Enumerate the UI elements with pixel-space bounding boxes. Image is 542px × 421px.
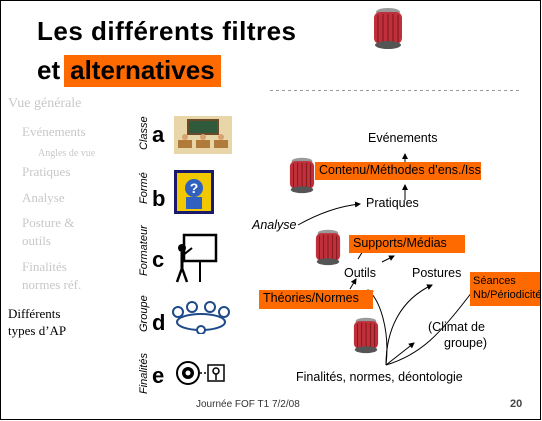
- row-letter-a: a: [152, 122, 165, 147]
- node-climat-line2: groupe): [444, 336, 488, 350]
- sidebar-item-evenements[interactable]: Evénements: [22, 124, 86, 139]
- filter-box-contenu: Contenu/Méthodes d’ens./Issue: [315, 162, 481, 180]
- filter-box-theories: Théories/Normes: [259, 290, 373, 309]
- slide-title-line1: Les différents filtres: [37, 16, 297, 46]
- node-finalites: Finalités, normes, déontologie: [296, 370, 463, 384]
- node-outils: Outils: [344, 266, 376, 280]
- sidebar-item-differents[interactable]: Différents: [8, 306, 61, 321]
- classroom-image: [174, 116, 232, 154]
- seances-line2: Nb/Périodicité: [473, 289, 540, 301]
- sidebar-item-vue-generale[interactable]: Vue générale: [8, 96, 82, 111]
- node-evenements: Evénements: [368, 131, 438, 145]
- node-postures: Postures: [412, 266, 462, 280]
- sidebar-item-posture[interactable]: Posture &: [22, 215, 75, 230]
- title-prefix: et: [37, 55, 61, 85]
- air-filter-icon: [315, 229, 341, 266]
- node-analyse: Analyse: [252, 218, 297, 232]
- trainer-presentation-icon: [175, 233, 218, 283]
- node-climat-line1: (Climat de: [428, 320, 485, 334]
- row-letter-e: e: [152, 363, 165, 388]
- page-number: 20: [510, 398, 523, 410]
- filter-box-supports: Supports/Médias: [349, 235, 465, 253]
- sidebar-item-analyse[interactable]: Analyse: [22, 190, 65, 205]
- row-letter-b: b: [152, 186, 166, 211]
- sidebar-item-pratiques[interactable]: Pratiques: [22, 164, 71, 179]
- seances-line1: Séances: [473, 275, 516, 287]
- footer-text: Journée FOF T1 7/2/08: [196, 399, 300, 410]
- trainee-question-icon: ?: [174, 170, 214, 214]
- filter-box-seances: Séances Nb/Périodicité: [470, 272, 540, 306]
- sidebar-item-outils[interactable]: outils: [22, 233, 51, 248]
- group-meeting-icon: [172, 301, 230, 334]
- svg-text:?: ?: [190, 180, 199, 196]
- sidebar-item-finalites[interactable]: Finalités: [22, 259, 67, 274]
- target-icon: [176, 361, 225, 385]
- sidebar-item-normes[interactable]: normes réf.: [22, 277, 82, 292]
- row-letter-c: c: [152, 247, 165, 272]
- air-filter-icon: [353, 317, 379, 354]
- air-filter-icon: [374, 8, 402, 49]
- title-underline: [270, 90, 520, 91]
- sidebar-item-types-ap[interactable]: types d’AP: [8, 323, 67, 338]
- air-filter-icon: [289, 157, 315, 194]
- node-pratiques: Pratiques: [366, 196, 419, 210]
- title-highlight: alternatives: [64, 55, 221, 87]
- row-letter-d: d: [152, 310, 166, 335]
- sidebar-item-angles-de-vue[interactable]: Angles de vue: [38, 148, 96, 159]
